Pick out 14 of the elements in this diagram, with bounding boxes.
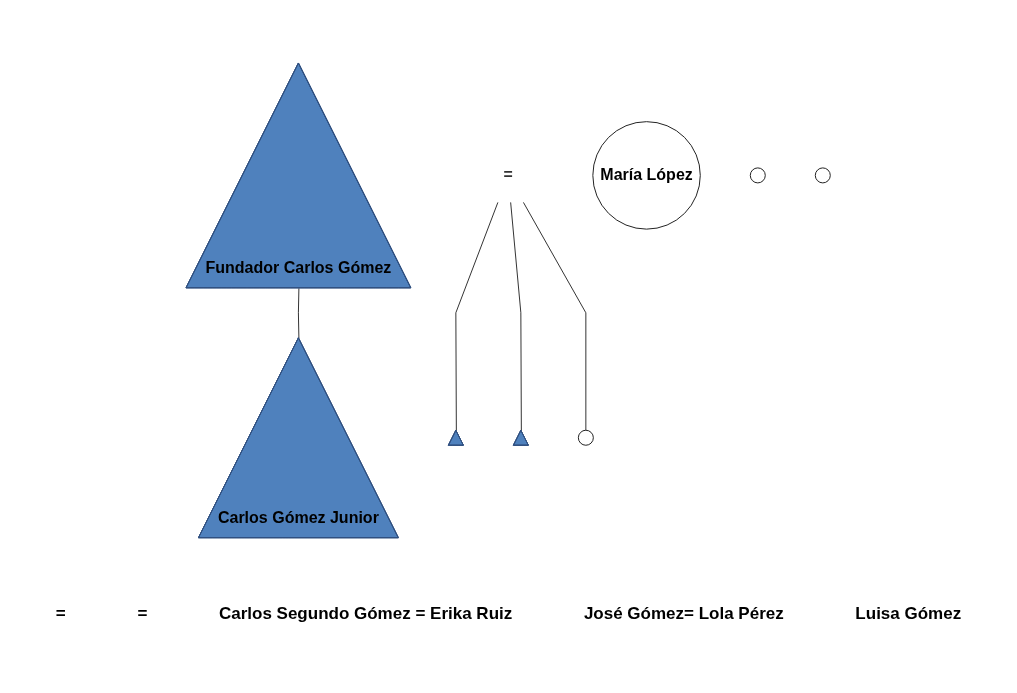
- node-circle: [750, 167, 767, 184]
- name-label: =: [137, 604, 148, 624]
- connector: [298, 287, 300, 339]
- node-text: =: [503, 166, 514, 184]
- name-label: =: [55, 604, 66, 624]
- name-label: Luisa Gómez: [855, 604, 962, 624]
- connector: [510, 201, 523, 431]
- connector: [455, 201, 499, 431]
- node-circle: María López: [592, 120, 702, 230]
- node-circle: [815, 167, 832, 184]
- connector: [523, 201, 587, 431]
- name-label: José Gómez= Lola Pérez: [583, 604, 784, 624]
- name-label: Carlos Segundo Gómez = Erika Ruiz: [218, 604, 513, 624]
- node-circle: [578, 429, 595, 446]
